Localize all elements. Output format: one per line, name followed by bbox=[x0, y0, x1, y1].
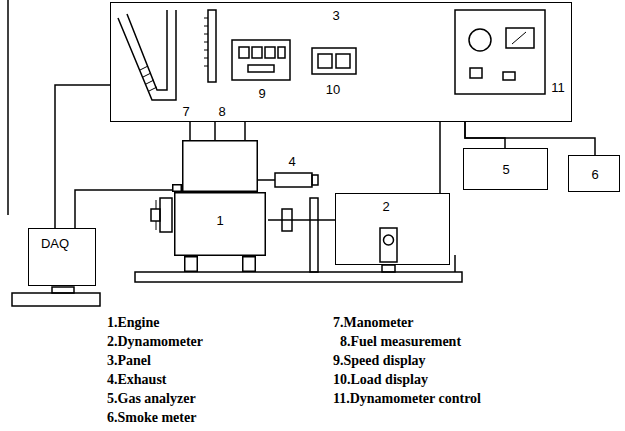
dynamometer-control-symbol bbox=[455, 10, 545, 94]
fuel-burette-symbol bbox=[204, 10, 216, 82]
legend-item: 3.Panel bbox=[107, 353, 151, 369]
legend-item: 2.Dynamometer bbox=[107, 334, 203, 350]
engine-outline bbox=[172, 140, 268, 272]
callout-number: 9 bbox=[258, 86, 265, 101]
speed-display-symbol bbox=[232, 40, 290, 80]
connector-line bbox=[268, 219, 335, 221]
exhaust-pipe bbox=[258, 173, 318, 187]
engine-part bbox=[173, 185, 182, 192]
base-plate bbox=[135, 272, 462, 282]
flywheel-symbol bbox=[151, 198, 172, 232]
legend-item: 11.Dynamometer control bbox=[333, 391, 481, 407]
connector-line bbox=[214, 122, 216, 140]
manometer-symbol bbox=[118, 10, 176, 100]
panel-box: 3 bbox=[110, 2, 572, 122]
node-label: 3 bbox=[332, 8, 339, 23]
connector-line bbox=[439, 122, 441, 193]
callout-number: 8 bbox=[218, 104, 225, 119]
legend-item: 1.Engine bbox=[107, 315, 160, 331]
legend-item: 9.Speed display bbox=[333, 353, 426, 369]
connector-line bbox=[75, 190, 172, 228]
stand-post bbox=[454, 255, 456, 272]
dynamometer-box: 2 bbox=[335, 193, 450, 265]
callout-number: 11 bbox=[551, 80, 565, 95]
engine-part bbox=[183, 141, 258, 192]
engine-block: 1 bbox=[172, 140, 268, 272]
node-label: 6 bbox=[591, 167, 598, 182]
shaft-coupling bbox=[282, 198, 318, 272]
callout-number: 7 bbox=[182, 104, 189, 119]
node-label: 5 bbox=[502, 162, 509, 177]
computer-base bbox=[12, 287, 100, 306]
legend-item: 4.Exhaust bbox=[107, 372, 167, 388]
legend-item: 5.Gas analyzer bbox=[107, 391, 196, 407]
smoke-meter-box: 6 bbox=[568, 155, 620, 192]
gas-analyzer-box: 5 bbox=[463, 148, 548, 190]
connector-line bbox=[465, 122, 505, 148]
load-cell-symbol bbox=[380, 228, 397, 272]
node-label: 2 bbox=[382, 199, 389, 214]
connector-line bbox=[244, 122, 246, 140]
margin-line bbox=[7, 0, 9, 215]
legend-item: 6.Smoke meter bbox=[107, 410, 196, 426]
legend-item: 8.Fuel measurement bbox=[340, 334, 461, 350]
legend-item: 10.Load display bbox=[333, 372, 428, 388]
callout-number: 10 bbox=[326, 82, 340, 97]
engine-part bbox=[175, 193, 266, 256]
legend-item: 7.Manometer bbox=[333, 315, 413, 331]
daq-monitor: DAQ bbox=[28, 228, 96, 286]
engine-part bbox=[185, 257, 198, 272]
callout-number: 4 bbox=[288, 154, 295, 169]
engine-part bbox=[243, 257, 256, 272]
connector-line bbox=[189, 122, 191, 140]
load-display-symbol bbox=[312, 48, 356, 74]
connector-line bbox=[465, 122, 595, 155]
node-label: DAQ bbox=[41, 236, 69, 251]
connector-line bbox=[55, 85, 110, 228]
node-label: 1 bbox=[216, 213, 223, 228]
